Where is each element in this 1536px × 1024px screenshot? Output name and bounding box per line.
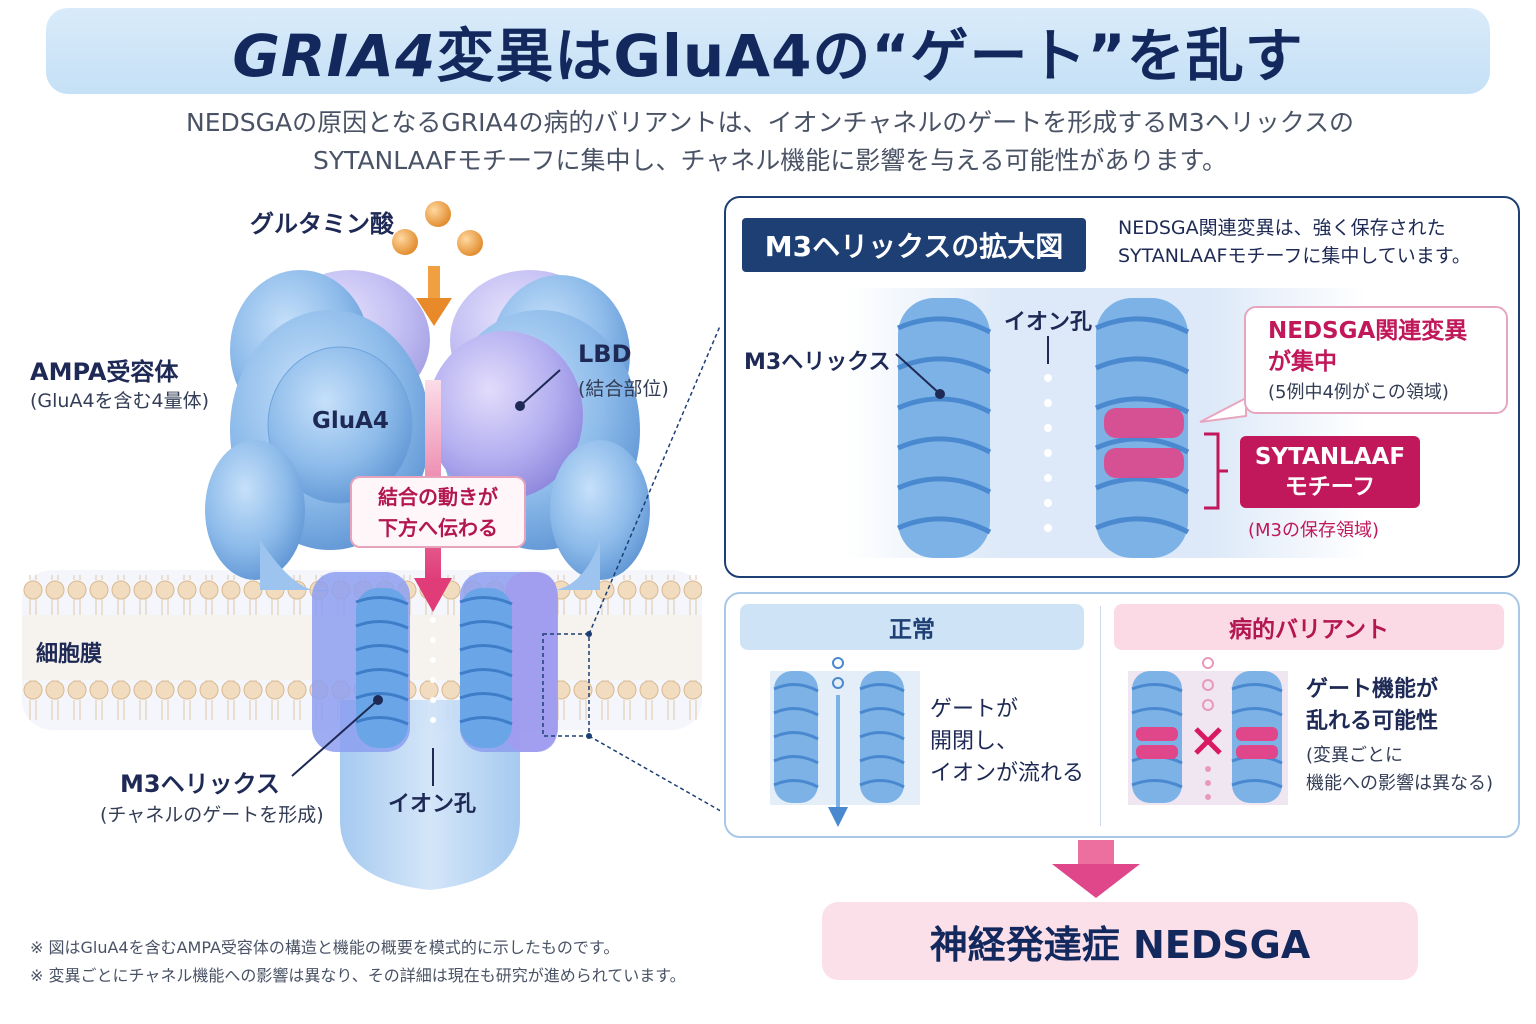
tmd-right-back (505, 572, 557, 752)
zoom-helix-right (1095, 298, 1190, 558)
ion-flow-arrow-head (828, 807, 848, 827)
motif-note: (M3の保存領域) (1248, 520, 1380, 541)
ion-flow-arrow-shaft (836, 695, 840, 809)
zoom-note: NEDSGA関連変異は、強く保存された SYTANLAAFモチーフに集中していま… (1118, 214, 1471, 270)
signal-flow-box: 結合の動きが 下方へ伝わる (350, 476, 526, 548)
zoom-pore-dots (1044, 374, 1052, 532)
motif-badge: SYTANLAAF モチーフ (1240, 436, 1420, 508)
lobe-lower-right (550, 440, 650, 580)
result-disease: 神経発達症 NEDSGA (822, 902, 1418, 980)
flow-line-2: 下方へ伝わる (378, 516, 498, 540)
zoom-note-line-1: NEDSGA関連変異は、強く保存された (1118, 217, 1446, 239)
lbd-label: LBD (578, 340, 632, 368)
subtitle: NEDSGAの原因となるGRIA4の病的バリアントは、イオンチャネルのゲートを形… (60, 104, 1480, 180)
normal-line-3: イオンが流れる (930, 761, 1085, 786)
ampa-label: AMPA受容体 (30, 358, 179, 386)
binding-arrow-shaft (428, 266, 440, 300)
pathogenic-helix-left (1131, 671, 1183, 803)
pathogenic-note: (変異ごとに 機能への影響は異なる) (1306, 742, 1493, 798)
lbd-lobe (427, 331, 583, 499)
motif-bracket (1204, 432, 1228, 510)
zoom-m3-label: M3ヘリックス (744, 350, 891, 375)
title-rest: 変異はGluA4の“ゲート”を乱す (436, 22, 1304, 90)
page-title: GRIA4変異はGluA4の“ゲート”を乱す (232, 9, 1303, 93)
lbd-leader (519, 369, 561, 407)
pathogenic-channel-illustration (1128, 657, 1288, 805)
subtitle-line-2: SYTANLAAFモチーフに集中し、チャネル機能に影響を与える可能性があります。 (312, 146, 1228, 175)
m3-leader-dot (373, 695, 383, 705)
flow-line-1: 結合の動きが (378, 485, 498, 509)
zoom-m3-leader (895, 353, 941, 395)
glutamate-label: グルタミン酸 (250, 210, 394, 238)
lobe-lower-left (205, 440, 305, 580)
binding-arrow-head (416, 298, 452, 326)
normal-channel-illustration (770, 657, 920, 827)
callout-line-2: が集中 (1268, 349, 1337, 375)
m3-sublabel: (チャネルのゲートを形成) (100, 804, 324, 826)
zoom-helix-left (897, 298, 992, 558)
normal-line-1: ゲートが (930, 697, 1019, 722)
callout-line-1: NEDSGA関連変異 (1268, 318, 1468, 344)
ion-icon (832, 657, 844, 669)
subtitle-line-1: NEDSGAの原因となるGRIA4の病的バリアントは、イオンチャネルのゲートを形… (186, 108, 1354, 137)
normal-helix-right (859, 671, 905, 803)
linker-region (260, 540, 600, 592)
normal-helix-left (773, 671, 819, 803)
pathogenic-heading-text: ゲート機能が 乱れる可能性 (1306, 674, 1438, 738)
normal-heading: 正常 (740, 604, 1084, 650)
normal-line-2: 開閉し、 (930, 729, 1019, 754)
ampa-sublabel: (GluA4を含む4量体) (30, 390, 210, 412)
ion-icon (832, 677, 844, 689)
pathogenic-heading: 病的バリアント (1114, 604, 1504, 650)
zoom-connector-bottom (588, 735, 720, 812)
title-bar: GRIA4変異はGluA4の“ゲート”を乱す (46, 8, 1490, 94)
pore-dots (430, 617, 436, 723)
normal-description: ゲートが 開閉し、 イオンが流れる (930, 694, 1084, 790)
lbd-leader-dot (515, 401, 525, 411)
path-line-1: ゲート機能が (1306, 677, 1439, 702)
m3-leader (291, 699, 379, 777)
blocked-pore-dots (1205, 766, 1211, 800)
zoom-header: M3ヘリックスの拡大図 (742, 218, 1086, 272)
zoom-connector-top (588, 324, 720, 635)
zoom-region (542, 633, 590, 737)
zoom-note-line-2: SYTANLAAFモチーフに集中しています。 (1118, 245, 1471, 267)
membrane-label: 細胞膜 (36, 642, 103, 667)
m3-helix-right (459, 588, 513, 748)
pore-label: イオン孔 (388, 792, 477, 817)
path-line-2: 乱れる可能性 (1306, 709, 1439, 734)
result-arrow-icon (1052, 840, 1140, 898)
signal-arrow-head (414, 578, 452, 612)
footnote-1: ※ 図はGluA4を含むAMPA受容体の構造と機能の概要を模式的に示したものです… (30, 938, 620, 957)
comparison-divider (1100, 606, 1101, 826)
footnote-2: ※ 変異ごとにチャネル機能への影響は異なり、その詳細は現在も研究が進められていま… (30, 966, 686, 985)
motif-band (1104, 408, 1184, 438)
glua4-label: GluA4 (312, 408, 389, 434)
blocked-ion-icons (1202, 657, 1214, 711)
lbd-sublabel: (結合部位) (578, 378, 669, 400)
glua4-lobe (267, 346, 413, 504)
callout-sub: (5例中4例がこの領域) (1268, 382, 1449, 403)
pathogenic-helix-right (1231, 671, 1283, 803)
m3-helix-left (355, 588, 409, 748)
title-gene: GRIA4 (232, 22, 437, 90)
glutamate-molecule (425, 201, 451, 227)
zoom-pore-label: イオン孔 (1004, 310, 1093, 335)
motif-line-2: モチーフ (1284, 474, 1376, 500)
mutation-callout: NEDSGA関連変異 が集中 (5例中4例がこの領域) (1244, 306, 1508, 414)
motif-band (1104, 448, 1184, 478)
path-line-4: 機能への影響は異なる) (1306, 773, 1494, 794)
glutamate-molecule (457, 230, 483, 256)
glutamate-molecule (392, 229, 418, 255)
block-x-icon (1194, 727, 1222, 755)
path-line-3: (変異ごとに (1306, 745, 1404, 766)
motif-line-1: SYTANLAAF (1254, 444, 1406, 470)
m3-label: M3ヘリックス (120, 770, 280, 798)
